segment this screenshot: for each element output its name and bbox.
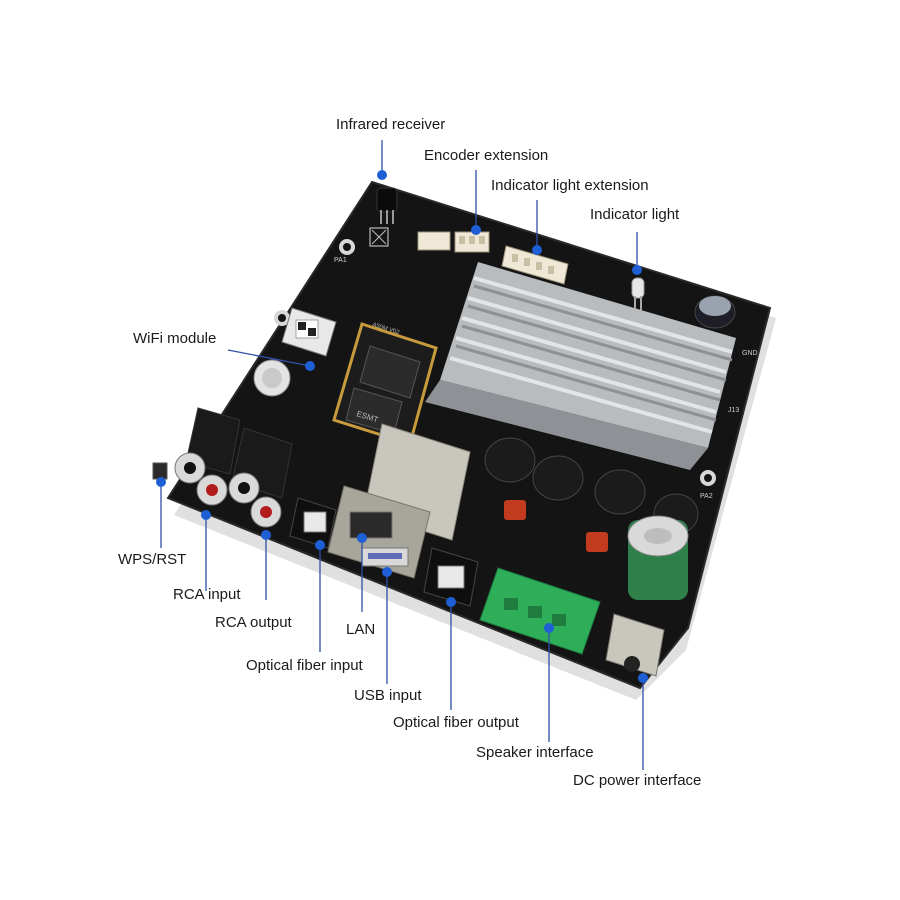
main-processor-area: ESMT A50M V02 [332, 322, 438, 446]
label-optical-fiber-output: Optical fiber output [393, 714, 519, 731]
label-wifi-module: WiFi module [133, 330, 217, 347]
label-speaker-interface: Speaker interface [476, 744, 594, 761]
optical-input-port [289, 497, 337, 549]
dot-usb-input [382, 567, 392, 577]
silk-pa2: PA2 [700, 493, 713, 500]
dot-indicator-light [632, 265, 642, 275]
callout-dots [156, 170, 648, 683]
heatsink [425, 262, 736, 470]
speaker-terminal-block [479, 567, 601, 655]
electrolytic-capacitor-small [694, 295, 736, 329]
dot-infrared-receiver [377, 170, 387, 180]
electrolytic-capacitor-large [627, 515, 689, 600]
label-lan: LAN [346, 621, 376, 638]
label-optical-fiber-input: Optical fiber input [246, 657, 363, 674]
dot-wifi-module [305, 361, 315, 371]
dot-dc-power-interface [638, 673, 648, 683]
label-wps-rst: WPS/RST [118, 551, 187, 568]
dot-rca-output [261, 530, 271, 540]
wifi-module-component [281, 307, 337, 357]
label-indicator-light-extension: Indicator light extension [491, 177, 649, 194]
film-capacitor [586, 532, 608, 552]
indicator-light-extension-connector [501, 245, 569, 285]
dot-rca-input [201, 510, 211, 520]
dot-indicator-light-extension [532, 245, 542, 255]
label-encoder-extension: Encoder extension [424, 147, 549, 164]
label-indicator-light: Indicator light [590, 206, 680, 223]
wps-button [152, 462, 168, 480]
silk-j13: J13 [728, 407, 739, 414]
silk-pa1: PA1 [334, 257, 347, 264]
dc-power-jack [605, 613, 665, 677]
dot-lan [357, 533, 367, 543]
dot-optical-fiber-input [315, 540, 325, 550]
dot-speaker-interface [544, 623, 554, 633]
label-usb-input: USB input [354, 687, 422, 704]
optical-output-port [423, 547, 479, 607]
infrared-receiver-component [369, 187, 398, 247]
film-capacitor [504, 500, 526, 520]
indicator-led [631, 277, 645, 310]
label-dc-power-interface: DC power interface [573, 772, 702, 789]
label-rca-output: RCA output [215, 614, 292, 631]
silk-gnd: GND [742, 350, 758, 357]
label-infrared-receiver: Infrared receiver [336, 116, 446, 133]
dot-wps-rst [156, 477, 166, 487]
dot-optical-fiber-output [446, 597, 456, 607]
rca-jacks [174, 407, 293, 528]
dot-encoder-extension [471, 225, 481, 235]
lan-usb-stack [327, 423, 471, 579]
label-rca-input: RCA input [173, 586, 241, 603]
callout-lines [160, 140, 644, 770]
